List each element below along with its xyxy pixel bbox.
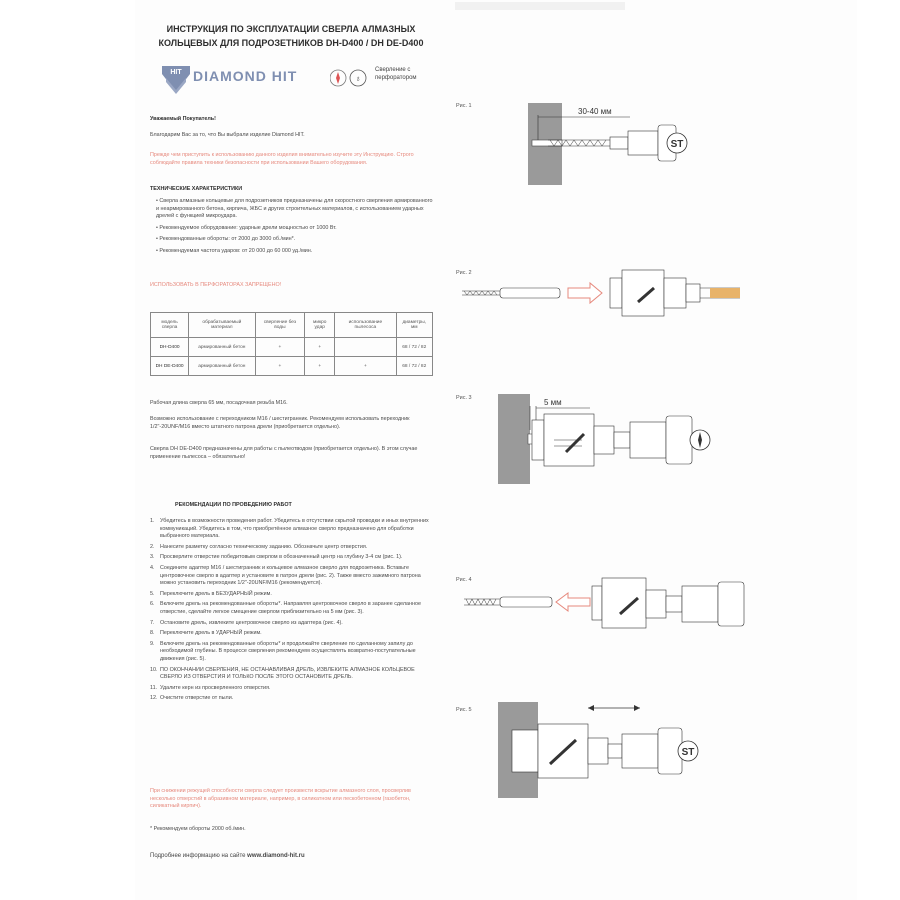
step-item: 6.Включите дрель на рекомендованные обор… <box>150 601 421 615</box>
website-link[interactable]: www.diamond-hit.ru <box>247 853 305 859</box>
footnote: * Рекомендуем обороты 2000 об./мин. <box>150 826 246 832</box>
table-cell <box>334 337 397 357</box>
de-note: Сверла DH DE-D400 предназначены для рабо… <box>150 446 418 460</box>
table-cell: DH-D400 <box>149 337 190 357</box>
feature-item: Рекомендуемая частота ударов: от 20 000 … <box>156 248 435 256</box>
figure-4 <box>464 577 745 629</box>
footer-info: Подробнее информацию на сайте www.diamon… <box>150 853 305 859</box>
table-header: сверление без воды <box>254 312 306 338</box>
recommendations-heading: РЕКОМЕНДАЦИИ ПО ПРОВЕДЕНИЮ РАБОТ <box>175 502 292 508</box>
features-list: Сверла алмазные кольцевые для подрозетни… <box>150 198 435 260</box>
feature-item: Рекомендуемое оборудование: ударные дрел… <box>156 225 435 233</box>
brand-logo: HIT DIAMOND HIT ♁ Сверление с перфоратор… <box>160 62 430 100</box>
logo-mark-text: HIT <box>170 69 182 76</box>
svg-text:ST: ST <box>682 747 695 758</box>
step-item: 9.Включите дрель на рекомендованные обор… <box>150 640 416 662</box>
table-header: обрабатываемый материал <box>188 312 256 338</box>
table-row: DH-D400 армированный бетон + + 68 / 72 /… <box>149 337 434 357</box>
fig1-dimension: 30-40 мм <box>578 107 612 116</box>
figure-5: ST <box>498 702 699 798</box>
feature-item: Рекомендованные обороты: от 2000 до 3000… <box>156 236 435 244</box>
table-cell: + <box>334 356 397 376</box>
step-item: 10.ПО ОКОНЧАНИИ СВЕРЛЕНИЯ, НЕ ОСТАНАВЛИВ… <box>150 666 415 681</box>
fig5-label: Рис. 5 <box>456 707 472 713</box>
fig2-label: Рис. 2 <box>456 270 472 276</box>
spec-table: модель сверла обрабатываемый материал св… <box>149 312 434 376</box>
feature-item: Сверла алмазные кольцевые для подрозетни… <box>156 198 435 221</box>
fig3-label: Рис. 3 <box>456 395 472 401</box>
figure-3: 5 мм <box>498 394 711 484</box>
greeting: Уважаемый Покупатель! <box>150 116 216 122</box>
step-item: 8.Переключите дрель в УДАРНЫЙ режим. <box>150 630 262 637</box>
thanks-text: Благодарим Вас за то, что Вы выбрали изд… <box>150 132 305 138</box>
logo-brand-text: DIAMOND HIT <box>193 68 298 84</box>
figure-1: 30-40 мм ST <box>528 103 688 185</box>
table-row: DH DE-D400 армированный бетон + + + 68 /… <box>149 356 434 376</box>
document-title: ИНСТРУКЦИЯ ПО ЭКСПЛУАТАЦИИ СВЕРЛА АЛМАЗН… <box>158 24 424 48</box>
step-item: 5.Переключите дрель в БЕЗУДАРНЫЙ режим. <box>150 590 272 597</box>
step-item: 1.Убедитесь в возможности проведения раб… <box>150 518 429 540</box>
step-item: 12.Очистите отверстие от пыли. <box>150 695 234 702</box>
table-header: модель сверла <box>149 312 190 338</box>
table-cell: + <box>304 337 336 357</box>
fig4-label: Рис. 4 <box>456 577 472 583</box>
table-cell: DH DE-D400 <box>149 356 190 376</box>
figure-2 <box>462 269 740 317</box>
logo-subtitle: Сверление с перфоратором <box>375 67 417 81</box>
step-item: 2.Нанесите разметку согласно техническом… <box>150 543 368 550</box>
table-cell: + <box>304 356 336 376</box>
svg-text:♁: ♁ <box>355 74 361 83</box>
caution-text: При снижении режущей способности сверла … <box>150 788 411 810</box>
table-cell: 68 / 72 / 82 <box>395 356 434 376</box>
table-cell: + <box>254 337 306 357</box>
table-cell: армированный бетон <box>188 356 256 376</box>
table-header: микро удар <box>304 312 336 338</box>
specs-heading: ТЕХНИЧЕСКИЕ ХАРАКТЕРИСТИКИ <box>150 186 243 192</box>
table-cell: + <box>254 356 306 376</box>
step-item: 11.Удалите керн из просверленного отверс… <box>150 684 271 691</box>
step-item: 4.Соедините адаптер М16 / шестигранник и… <box>150 564 421 587</box>
table-cell: армированный бетон <box>188 337 256 357</box>
fig1-label: Рис. 1 <box>456 103 472 109</box>
drill-mode-icons: ♁ <box>330 69 367 87</box>
svg-text:ST: ST <box>671 139 684 150</box>
instruction-sheet <box>135 0 857 900</box>
steps-list: 1.Убедитесь в возможности проведения раб… <box>150 518 435 706</box>
hit-shield-icon: HIT <box>162 66 190 94</box>
fig3-dimension: 5 мм <box>544 398 562 407</box>
table-header: диаметры, мм <box>395 312 434 338</box>
table-header: использование пылесоса <box>334 312 397 338</box>
faint-header-strip <box>455 2 625 10</box>
no-perforator-warning: ИСПОЛЬЗОВАТЬ В ПЕРФОРАТОРАХ ЗАПРЕЩЕНО! <box>150 282 282 288</box>
table-cell: 68 / 72 / 82 <box>395 337 434 357</box>
work-length-text: Рабочая длина сверла 65 мм, посадочная р… <box>150 400 288 406</box>
step-item: 3.Просверлите отверстие победитовым свер… <box>150 554 403 561</box>
more-info-text: Подробнее информацию на сайте <box>150 853 246 859</box>
adapter-note: Возможно использование с переходником М1… <box>150 416 410 430</box>
step-item: 7.Остановите дрель, извлеките центровочн… <box>150 619 343 626</box>
warning-text: Прежде чем приступить к использованию да… <box>150 152 414 166</box>
